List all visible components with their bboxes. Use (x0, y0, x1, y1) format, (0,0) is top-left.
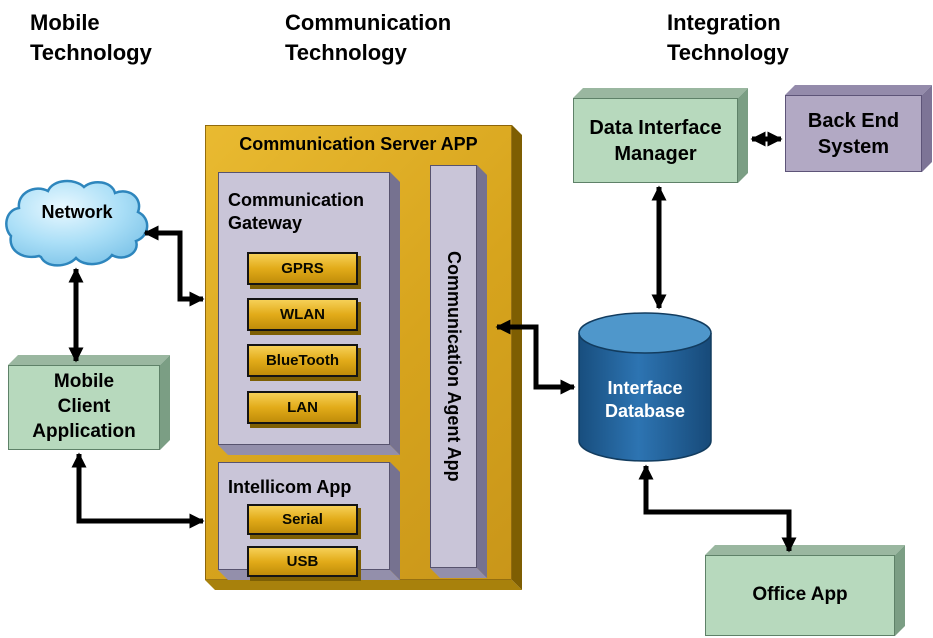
mobile-client-label: Mobile Client Application (32, 371, 136, 442)
node-data-interface-manager: Data Interface Manager (573, 88, 748, 183)
port-lan: LAN (247, 391, 358, 424)
box-face: Mobile Client Application (8, 365, 160, 450)
node-communication-agent-app: Communication Agent App (430, 165, 487, 578)
gateway-label: Communication Gateway (228, 190, 365, 233)
bes-label: Back End System (807, 109, 900, 158)
port-bluetooth: BlueTooth (247, 344, 358, 377)
box-face: Data Interface Manager (573, 98, 738, 183)
node-office-app: Office App (705, 545, 905, 636)
node-communication-gateway: Communication Gateway GPRS WLAN BlueToot… (218, 172, 400, 455)
database-cylinder-icon (578, 312, 712, 462)
agent-label: Communication Agent App (444, 251, 464, 482)
database-label: Interface Database (604, 377, 686, 421)
port-serial: Serial (247, 504, 358, 535)
port-usb: USB (247, 546, 358, 577)
header-mobile-technology: Mobile Technology (30, 10, 152, 65)
node-network-cloud: Network (2, 176, 152, 268)
arrow-database-office (638, 464, 797, 553)
node-communication-server-app: Communication Server APP Communication G… (205, 125, 522, 590)
box-face: Back End System (785, 95, 922, 172)
node-intellicom-app: Intellicom App Serial USB (218, 462, 400, 580)
box-face: Communication Agent App (430, 165, 477, 568)
arrow-network-server (143, 225, 205, 307)
network-label: Network (41, 202, 113, 222)
port-wlan: WLAN (247, 298, 358, 331)
header-integration-technology: Integration Technology (667, 10, 789, 65)
arrow-mobile-client-server (71, 452, 205, 529)
box-face: Office App (705, 555, 895, 636)
header-communication-technology: Communication Technology (285, 10, 452, 65)
dim-label: Data Interface Manager (589, 116, 722, 165)
port-gprs: GPRS (247, 252, 358, 285)
intellicom-label: Intellicom App (228, 477, 352, 497)
node-interface-database: Interface Database (578, 312, 712, 462)
node-mobile-client-application: Mobile Client Application (8, 355, 170, 450)
node-back-end-system: Back End System (785, 85, 932, 172)
server-title: Communication Server APP (239, 134, 478, 154)
office-app-label: Office App (752, 584, 848, 606)
cloud-icon (5, 179, 149, 267)
